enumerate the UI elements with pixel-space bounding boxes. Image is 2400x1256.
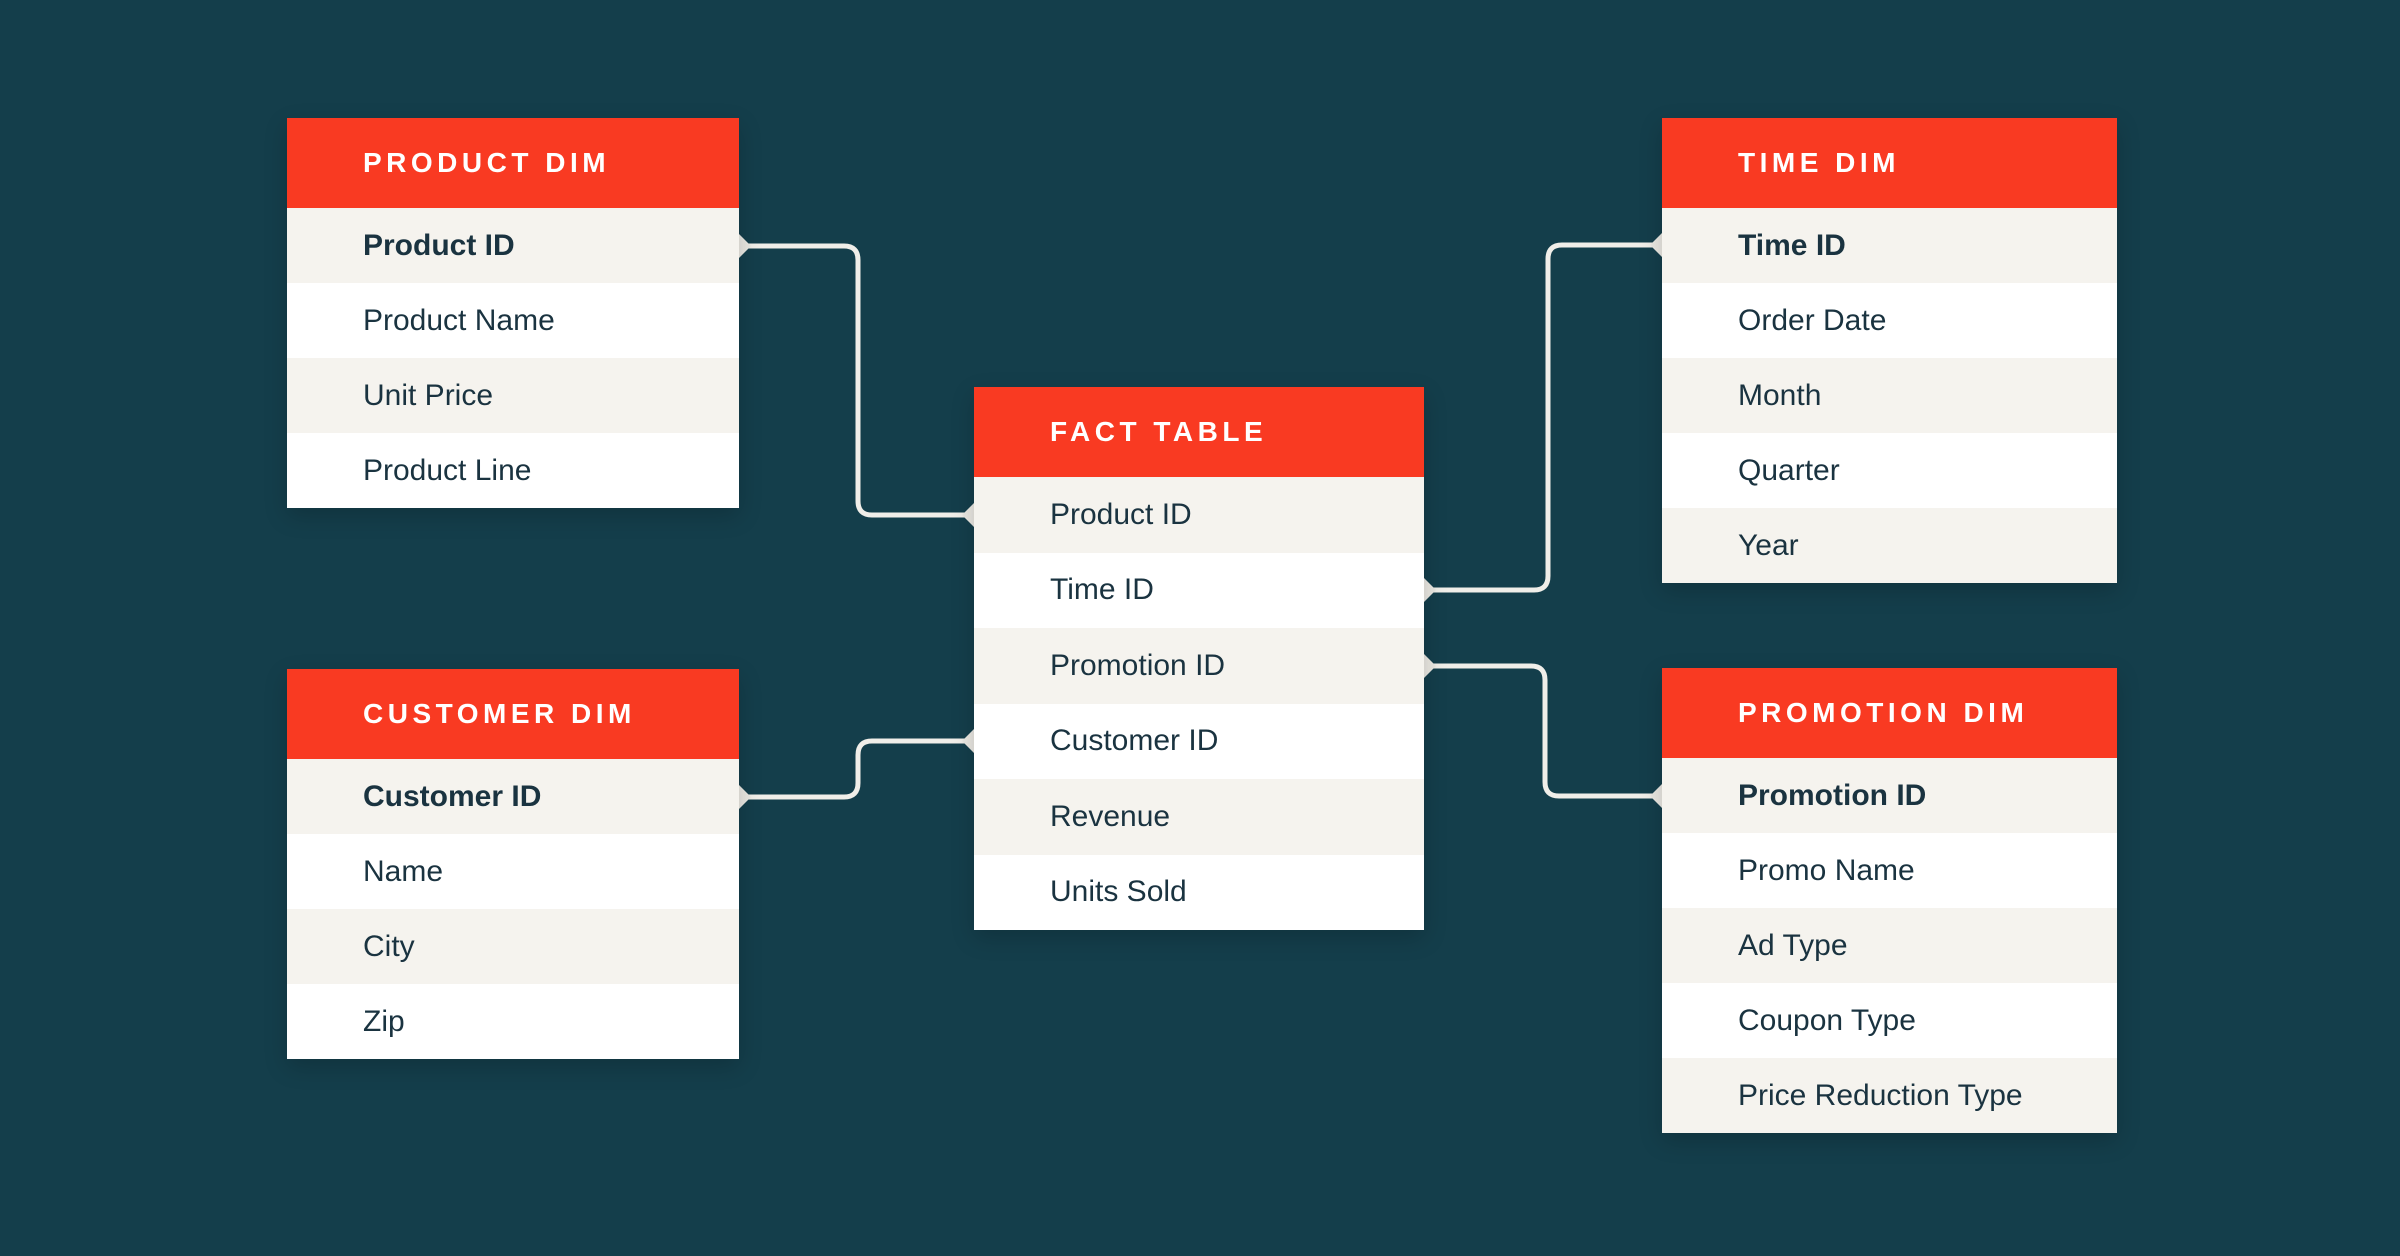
customer-dim-table: CUSTOMER DIM Customer ID Name City Zip [287,669,739,1059]
table-header: PRODUCT DIM [287,118,739,208]
connector-customer-to-fact [739,738,974,800]
table-row: Quarter [1662,433,2117,508]
table-row: Customer ID [974,703,1424,779]
time-dim-table: TIME DIM Time ID Order Date Month Quarte… [1662,118,2117,583]
table-row: Product Line [287,433,739,508]
promotion-dim-table: PROMOTION DIM Promotion ID Promo Name Ad… [1662,668,2117,1133]
table-row: Time ID [1662,208,2117,283]
table-row: Month [1662,358,2117,433]
table-row: Customer ID [287,759,739,834]
table-row: Order Date [1662,283,2117,358]
table-row: Price Reduction Type [1662,1058,2117,1133]
table-row: Unit Price [287,358,739,433]
table-row: Units Sold [974,854,1424,930]
table-row: Product ID [974,477,1424,553]
table-row: Ad Type [1662,908,2117,983]
table-header: PROMOTION DIM [1662,668,2117,758]
product-dim-table: PRODUCT DIM Product ID Product Name Unit… [287,118,739,508]
table-row: Product ID [287,208,739,283]
connector-fact-to-time [1424,242,1662,593]
connector-product-to-fact [739,243,974,518]
table-row: Coupon Type [1662,983,2117,1058]
table-row: Zip [287,984,739,1059]
table-row: Revenue [974,779,1424,855]
table-row: Promo Name [1662,833,2117,908]
fact-table: FACT TABLE Product ID Time ID Promotion … [974,387,1424,930]
table-row: Promotion ID [974,628,1424,704]
connector-fact-to-promotion [1424,663,1662,799]
table-row: Product Name [287,283,739,358]
table-header: CUSTOMER DIM [287,669,739,759]
table-row: Time ID [974,552,1424,628]
table-row: Promotion ID [1662,758,2117,833]
table-header: TIME DIM [1662,118,2117,208]
table-row: Name [287,834,739,909]
table-row: City [287,909,739,984]
table-row: Year [1662,508,2117,583]
table-header: FACT TABLE [974,387,1424,477]
